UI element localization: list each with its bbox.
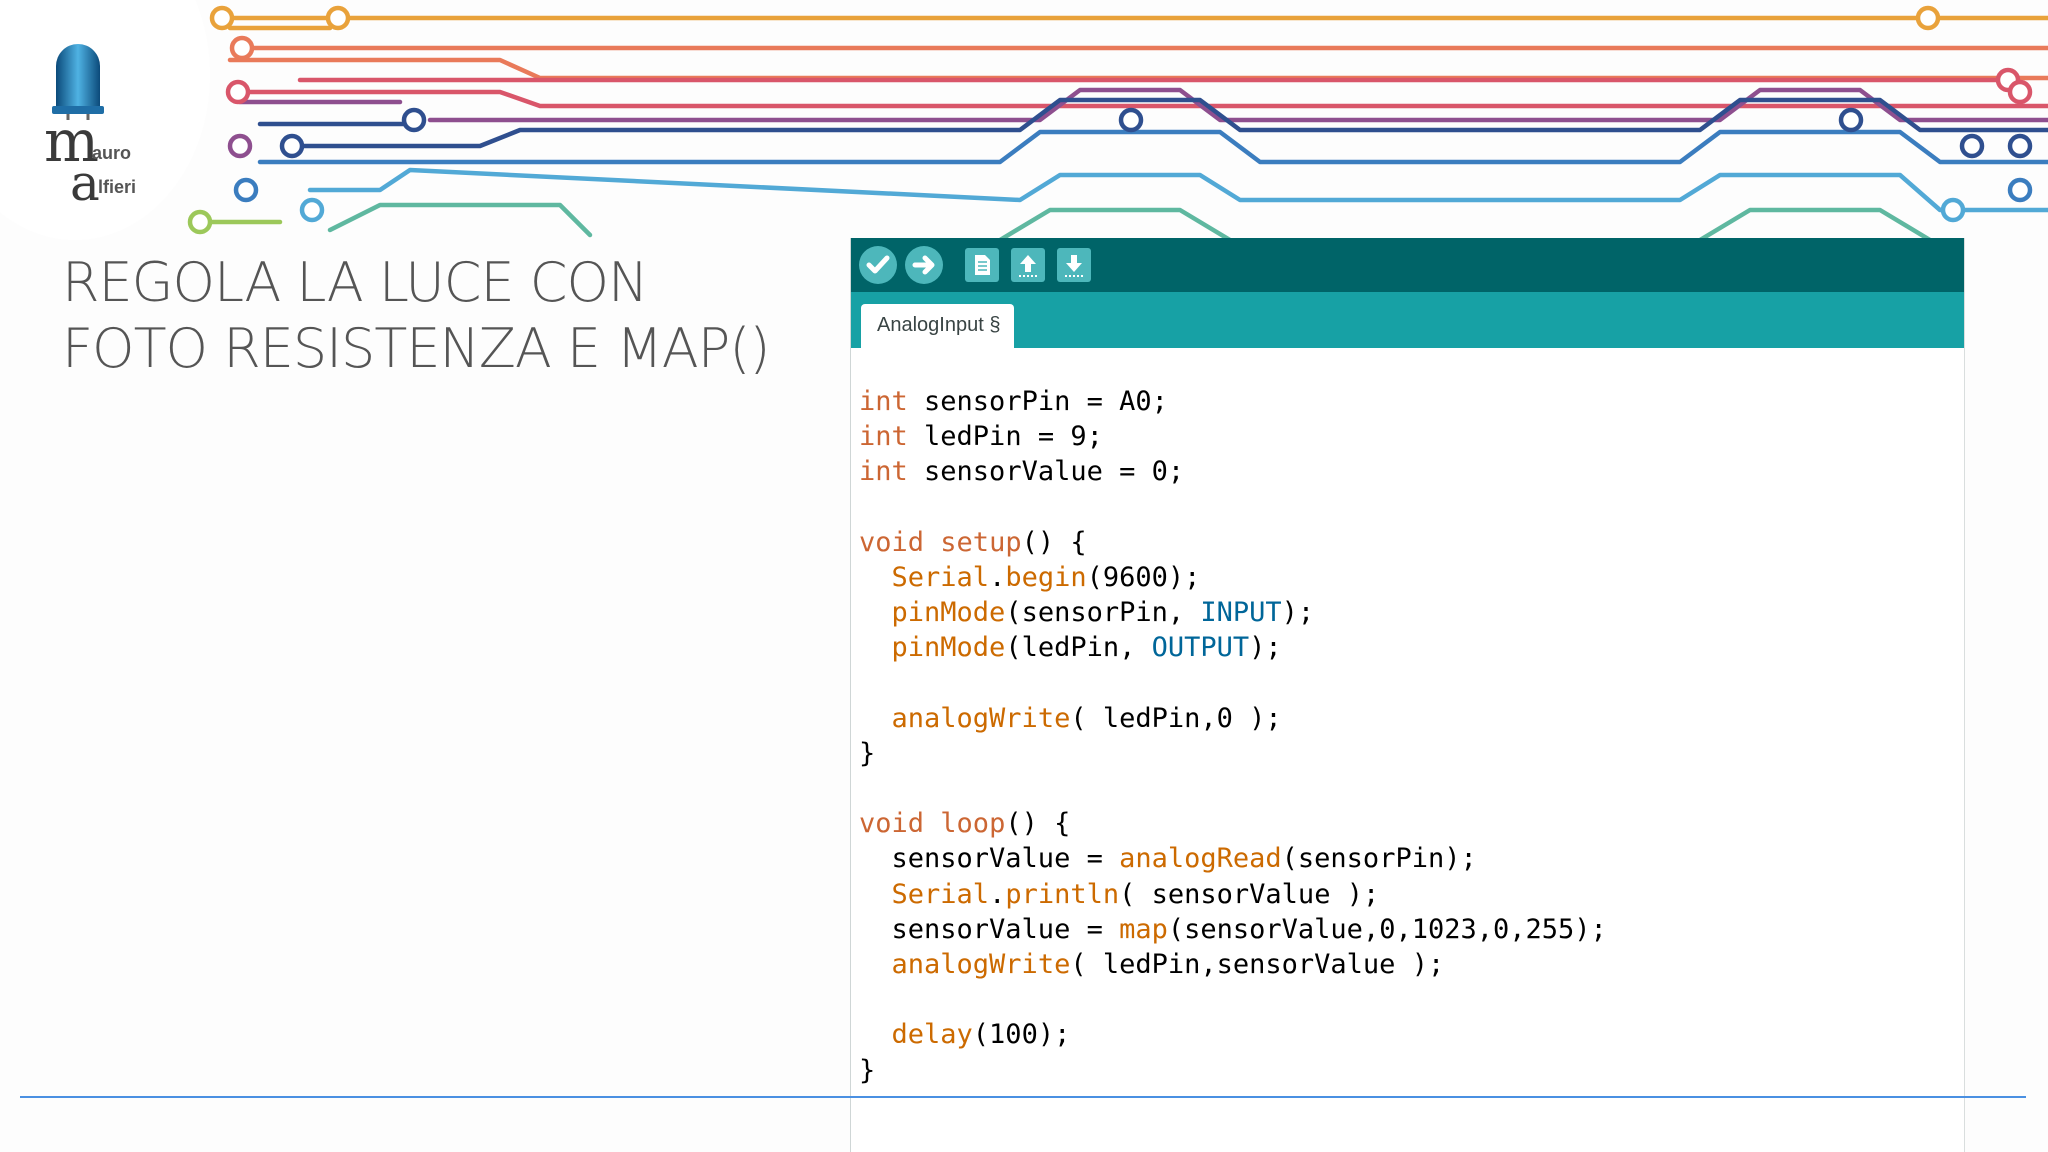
code-token: int [859,456,908,488]
code-line: int sensorPin = A0; [859,384,1607,419]
code-line: Serial.println( sensorValue ); [859,877,1607,912]
code-token [924,527,940,558]
code-token: (sensorPin, [1005,597,1201,629]
upload-icon [912,255,935,275]
code-token: analogWrite [891,949,1071,980]
circuit-banner-decoration [187,5,2048,240]
logo-letter-m: m [44,107,99,175]
code-token: void [859,808,925,840]
slide-title-line-1: REGOLA LA LUCE CON [62,251,648,314]
upload-button[interactable] [905,246,943,284]
code-token: ( ledPin,sensorValue ); [1070,949,1445,980]
footer-divider [20,1096,2026,1098]
code-token: sensorValue = [859,913,1120,945]
code-token: INPUT [1200,597,1282,629]
code-line: int sensorValue = 0; [859,454,1607,489]
code-token [859,632,892,663]
save-icon [1065,255,1083,277]
code-token [859,949,892,980]
code-line: } [859,736,1607,771]
new-icon [975,255,990,275]
code-token: OUTPUT [1151,632,1250,664]
led-icon [52,44,104,120]
code-line: analogWrite( ledPin,0 ); [859,701,1607,736]
code-token [859,703,892,734]
slide-title-line-2: FOTO RESISTENZA E MAP() [62,317,770,380]
code-token: void [859,526,925,558]
author-logo: m auro a lfieri [40,40,160,210]
code-line: ​ [859,982,1607,1017]
code-token [924,808,940,839]
code-line: int ledPin = 9; [859,419,1607,454]
open-sketch-button[interactable] [1011,248,1045,282]
code-line: ​ [859,666,1607,701]
code-token: sensorValue = [859,843,1120,875]
open-icon [1019,255,1037,277]
code-line: ​ [859,771,1607,806]
code-editor[interactable]: int sensorPin = A0;int ledPin = 9;int se… [859,384,1607,1088]
new-sketch-button[interactable] [965,248,999,282]
slide-title: REGOLA LA LUCE CON FOTO RESISTENZA E MAP… [62,250,782,382]
code-token: ( sensorValue ); [1119,878,1380,910]
verify-icon [866,255,890,274]
code-token: int [859,386,908,417]
code-token: () { [1021,526,1087,558]
code-token: ( ledPin,0 ); [1070,702,1282,734]
arduino-ide-window: AnalogInput § int sensorPin = A0;int led… [850,238,1965,1152]
ide-tab-bar: AnalogInput § [851,292,1964,348]
code-line: analogWrite( ledPin,sensorValue ); [859,947,1607,982]
code-token: Serial [891,878,990,910]
code-token [859,879,892,910]
code-token: (100); [972,1019,1071,1051]
code-token: (ledPin, [1005,632,1152,664]
code-token: . [989,561,1006,593]
code-token: (sensorPin); [1281,843,1477,875]
code-token [859,597,892,628]
code-token: () { [1005,808,1071,840]
code-token: setup [940,526,1022,558]
code-token: (sensorValue,0,1023,0,255); [1167,913,1607,945]
code-token: analogRead [1119,843,1282,875]
code-line: Serial.begin(9600); [859,560,1607,595]
code-token: ledPin = 9; [907,421,1103,453]
code-token: delay [891,1019,973,1051]
code-token: sensorValue = 0; [907,456,1185,488]
logo-letter-a: a [70,154,100,212]
code-line: delay(100); [859,1017,1607,1052]
code-line: pinMode(sensorPin, INPUT); [859,595,1607,630]
logo-text-auro: auro [92,143,132,163]
code-token [859,1019,892,1050]
code-line: pinMode(ledPin, OUTPUT); [859,630,1607,665]
code-line: sensorValue = map(sensorValue,0,1023,0,2… [859,912,1607,947]
code-token: . [989,878,1006,910]
code-token: ); [1249,632,1282,664]
code-token: int [859,421,908,453]
code-token: pinMode [891,632,1006,664]
code-token: (9600); [1086,561,1201,593]
code-token: sensorPin = A0; [907,386,1168,417]
code-token: pinMode [891,597,1006,629]
code-line: sensorValue = analogRead(sensorPin); [859,841,1607,876]
ide-toolbar [851,238,1964,292]
code-token: } [859,737,876,769]
code-token [859,562,892,593]
code-token: ); [1281,597,1315,629]
code-token: loop [940,808,1006,840]
code-token: Serial [891,561,990,593]
save-sketch-button[interactable] [1057,248,1091,282]
code-token: analogWrite [891,702,1071,734]
code-line: ​ [859,490,1607,525]
code-token: map [1119,913,1168,945]
code-token: println [1005,878,1120,910]
verify-button[interactable] [859,246,897,284]
code-line: void loop() { [859,806,1607,841]
logo-text-lfieri: lfieri [98,177,137,197]
code-line: void setup() { [859,525,1607,560]
code-token: } [859,1054,876,1086]
tab-analoginput[interactable]: AnalogInput § [861,304,1015,348]
code-token: begin [1005,561,1087,593]
code-line: } [859,1053,1607,1088]
